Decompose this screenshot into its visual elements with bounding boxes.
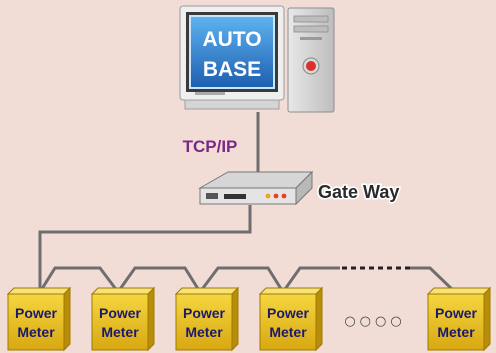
gateway-led-2: [273, 193, 279, 199]
ellipsis-indicator: ○○○○: [344, 314, 405, 329]
meter-3-label-line2: Meter: [185, 324, 223, 340]
drive-bay-2: [293, 25, 329, 33]
meter-1: Power Meter: [6, 286, 72, 352]
meter-2-label-line2: Meter: [101, 324, 139, 340]
wiring: [38, 112, 457, 295]
wire-bus-end: [410, 266, 457, 294]
gateway-port: [206, 193, 218, 199]
meter-2: Power Meter: [90, 286, 156, 352]
computer-monitor: AUTO BASE: [179, 5, 285, 110]
meter-1-label-line1: Power: [15, 305, 58, 321]
meter-4: Power Meter: [258, 286, 324, 352]
meter-1-label-line2: Meter: [17, 324, 55, 340]
meter-2-label-line1: Power: [99, 305, 142, 321]
monitor-stand: [184, 99, 280, 110]
meter-3: Power Meter: [174, 286, 240, 352]
meter-5-label-line1: Power: [435, 305, 478, 321]
monitor-screen: [189, 15, 275, 89]
gateway-label: Gate Way: [318, 182, 399, 202]
meter-5: Power Meter: [426, 286, 492, 352]
tcp-ip-label: TCP/IP: [183, 137, 238, 156]
screen-text-line1: AUTO: [202, 28, 261, 51]
screen-text-line2: BASE: [203, 58, 261, 81]
wire-gateway-to-bus: [38, 205, 252, 292]
gateway-led-1: [265, 193, 271, 199]
drive-bay-1: [293, 15, 329, 23]
meter-4-label-line1: Power: [267, 305, 310, 321]
computer-tower: [287, 7, 335, 113]
meter-3-label-line1: Power: [183, 305, 226, 321]
gateway-device: [198, 170, 314, 206]
gateway-led-3: [281, 193, 287, 199]
meter-5-label-line2: Meter: [437, 324, 475, 340]
meter-4-label-line2: Meter: [269, 324, 307, 340]
